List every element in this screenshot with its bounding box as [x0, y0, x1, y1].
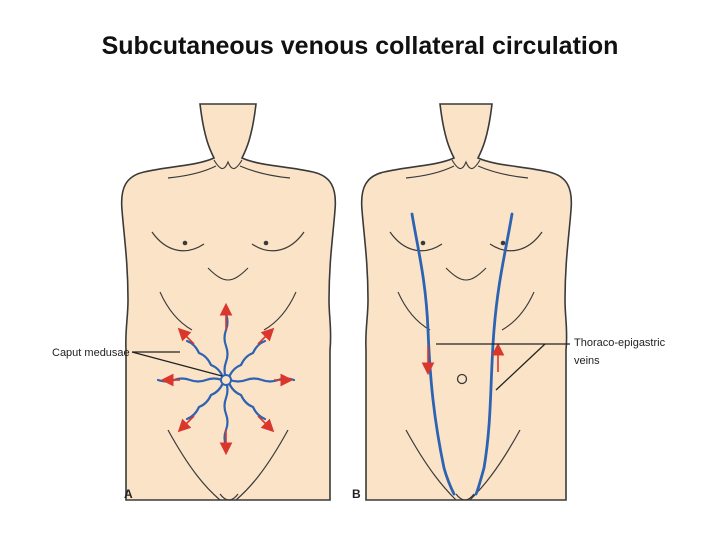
slide-title: Subcutaneous venous collateral circulati… [101, 32, 619, 60]
torso-a-outline [120, 103, 337, 501]
nipple-a-left [182, 240, 188, 246]
umbilicus-a [220, 374, 232, 386]
panel-b-letter: B [352, 487, 361, 501]
panel-b: Thoraco-epigastric veins B [352, 103, 666, 501]
caput-medusae-label: Caput medusae [52, 347, 130, 359]
groin-b [405, 429, 521, 501]
thoraco-epigastric-label-line2: veins [574, 355, 600, 367]
nipple-a-right [263, 240, 269, 246]
neck-detail-a [213, 159, 243, 170]
flow-arrows-b [421, 342, 505, 376]
panel-a: Caput medusae A [52, 103, 337, 501]
caput-medusae-leader [131, 351, 223, 377]
caput-medusae-veins [156, 312, 296, 448]
thoraco-epigastric-veins [410, 212, 514, 496]
neck-detail-b [451, 159, 481, 170]
nipple-b-right [500, 240, 506, 246]
umbilicus-b [456, 373, 468, 385]
panel-a-letter: A [124, 487, 133, 501]
chest-b [389, 231, 543, 252]
thoraco-leader-lower [495, 343, 546, 391]
torso-b-outline [360, 103, 573, 501]
thoraco-epigastric-label-line1: Thoraco-epigastric [574, 337, 666, 349]
flow-arrows-a [160, 302, 294, 456]
groin-a [167, 429, 289, 501]
chest-a [151, 231, 305, 252]
clavicle-a [167, 165, 291, 179]
clavicle-b [405, 165, 529, 179]
nipple-b-left [420, 240, 426, 246]
